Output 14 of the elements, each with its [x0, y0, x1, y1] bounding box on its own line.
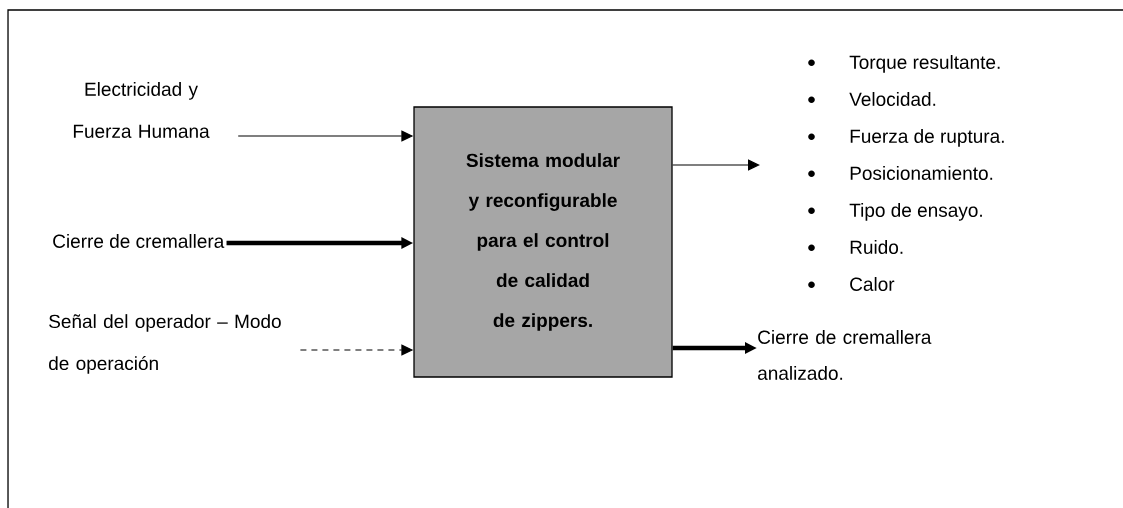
process-box: Sistema modular y reconfigurable para el control de calidad de zippers.	[413, 106, 673, 378]
node-label: Calor	[850, 277, 895, 291]
output-label: Cierre de cremallera analizado.	[758, 330, 932, 380]
node-label: Velocidad.	[849, 92, 936, 106]
output-list: Torque resultante. Velocidad. Fuerza de ruptura. Posicionamiento. Tipo de ensayo. Ruido. Calor	[808, 55, 1004, 291]
node-label: Tipo de ensayo.	[849, 203, 982, 221]
input-label: Señal del operador – Modo de operación	[49, 314, 281, 374]
arrow	[672, 159, 760, 171]
node-label: Ruido.	[850, 240, 903, 254]
node-label: Torque resultante.	[849, 55, 1000, 73]
node-label: Posicionamiento.	[850, 166, 993, 180]
node-label: Fuerza de ruptura.	[850, 129, 1004, 147]
input-label: Electricidad y Fuerza Humana	[73, 82, 210, 138]
input-label: Cierre de cremallera	[53, 234, 225, 248]
